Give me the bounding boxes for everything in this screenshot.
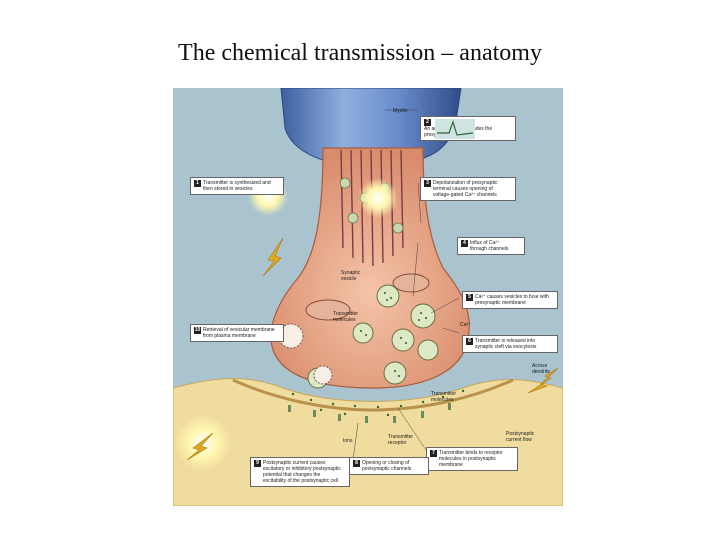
current-arrows [186, 237, 559, 461]
step-number: 2 [424, 119, 431, 126]
step-text: Depolarization of presynaptic terminal c… [433, 180, 498, 198]
synapse-diagram: Myelin Synaptic vesicle Transmitter mole… [173, 88, 563, 506]
step-number: 9 [254, 460, 261, 467]
step-text: Transmitter is synthesized and then stor… [203, 180, 271, 192]
synaptic-vesicle-label: Synaptic vesicle [341, 270, 361, 282]
transmitter-receptor-label: Transmitter receptor [388, 434, 414, 446]
axon-terminal [270, 147, 470, 389]
postsynaptic-current-flow-label: Postsynaptic current flow [506, 431, 535, 443]
step-text: Postsynaptic current causes excitatory o… [263, 460, 341, 484]
step-text: Ca²⁺ causes vesicles to fuse with presyn… [475, 294, 549, 306]
postsynaptic-cell [173, 378, 563, 506]
synaptic-vesicles [307, 284, 439, 389]
step-number: 1 [194, 180, 201, 187]
transmitter-molecules-label: Transmitter molecules [333, 311, 359, 323]
step-text: Influx of Ca²⁺ through channels [470, 240, 509, 252]
step-text: Transmitter is released into synaptic cl… [475, 338, 537, 350]
transmitter-molecules-label-2: Transmitter molecules [431, 391, 457, 403]
myelin-label: Myelin [393, 108, 408, 114]
step-number: 3 [424, 180, 431, 187]
step-number: 7 [430, 450, 437, 457]
ca-label: Ca²⁺ [460, 322, 471, 328]
step-number: 8 [353, 460, 360, 467]
postsynaptic-membrane [232, 378, 514, 412]
step-number: 4 [461, 240, 468, 247]
coated-vesicle [278, 323, 304, 349]
step-number: 5 [466, 294, 473, 301]
step-2-box: 2 An action potential invades the presyn… [420, 116, 516, 141]
current-flash [358, 178, 398, 218]
step-text: Transmitter binds to receptor molecules … [439, 450, 503, 468]
mitochondrion [392, 273, 430, 293]
across-dendrite-label: Across dendrite [532, 363, 551, 375]
slide-title: The chemical transmission – anatomy [178, 40, 542, 66]
step-number: 10 [194, 327, 201, 334]
receptors [288, 403, 451, 423]
step-text: Retrieval of vesicular membrane from pla… [203, 327, 275, 339]
step-text: Opening or closing of postsynaptic chann… [362, 460, 412, 472]
coated-vesicle [313, 365, 333, 385]
action-potential-icon [435, 119, 475, 139]
transmitter-dots [359, 291, 428, 378]
mitochondrion [305, 299, 351, 321]
cleft-transmitter [291, 389, 465, 417]
step-number: 6 [466, 338, 473, 345]
ions-label: Ions [343, 438, 353, 444]
